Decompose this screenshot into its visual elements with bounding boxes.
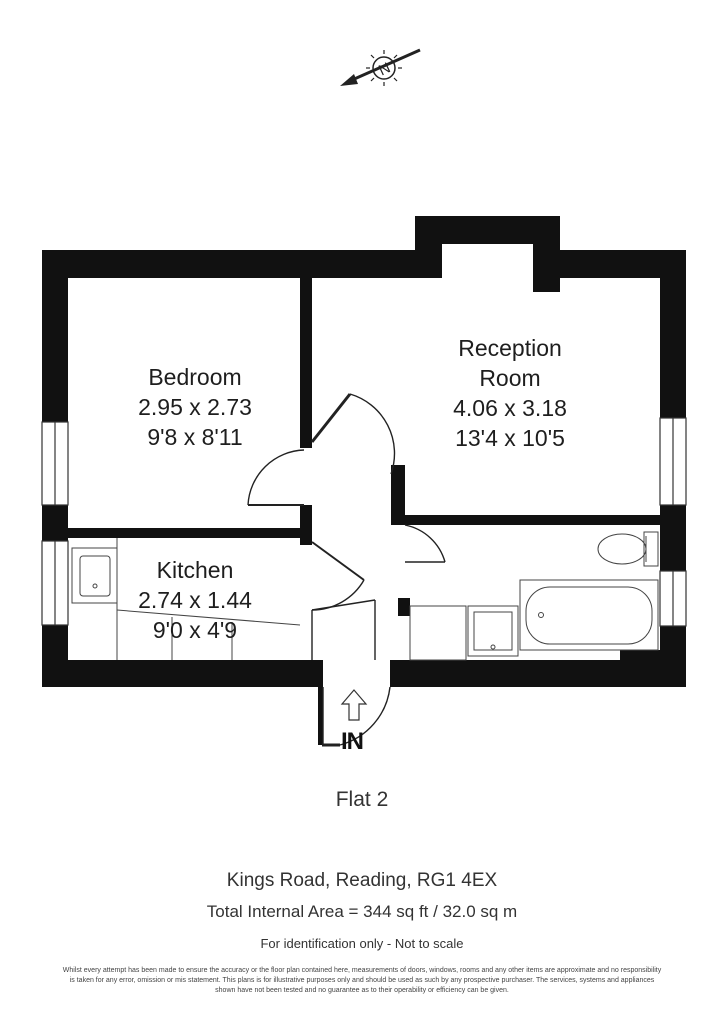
flat-title: Flat 2	[335, 788, 389, 811]
bathroom-fittings	[409, 531, 659, 661]
room-metric: 4.06 x 3.18	[453, 395, 567, 421]
entrance-arrow-icon	[340, 689, 368, 721]
entrance-label: IN	[341, 728, 364, 755]
doors	[247, 393, 446, 747]
identification-note: For identification only - Not to scale	[260, 936, 464, 951]
room-metric: 2.74 x 1.44	[138, 587, 252, 613]
room-name-line1: Reception	[458, 335, 562, 361]
room-imperial: 9'8 x 8'11	[147, 424, 243, 450]
disclaimer: Whilst every attempt has been made to en…	[62, 967, 662, 994]
room-label-bedroom: Bedroom 2.95 x 2.73 9'8 x 8'11	[110, 362, 280, 452]
kitchen-fittings	[71, 538, 301, 660]
windows	[41, 417, 687, 627]
compass-north-icon	[340, 48, 421, 86]
room-imperial: 9'0 x 4'9	[152, 617, 238, 643]
walls	[42, 216, 686, 745]
total-area: Total Internal Area = 344 sq ft / 32.0 s…	[206, 902, 518, 921]
room-imperial: 13'4 x 10'5	[455, 425, 565, 451]
room-label-reception: Reception Room 4.06 x 3.18 13'4 x 10'5	[425, 333, 595, 453]
room-name-line2: Room	[479, 365, 541, 391]
room-name: Bedroom	[148, 364, 242, 390]
room-label-kitchen: Kitchen 2.74 x 1.44 9'0 x 4'9	[110, 555, 280, 645]
room-metric: 2.95 x 2.73	[138, 394, 252, 420]
room-name: Kitchen	[156, 557, 234, 583]
address: Kings Road, Reading, RG1 4EX	[226, 870, 498, 891]
